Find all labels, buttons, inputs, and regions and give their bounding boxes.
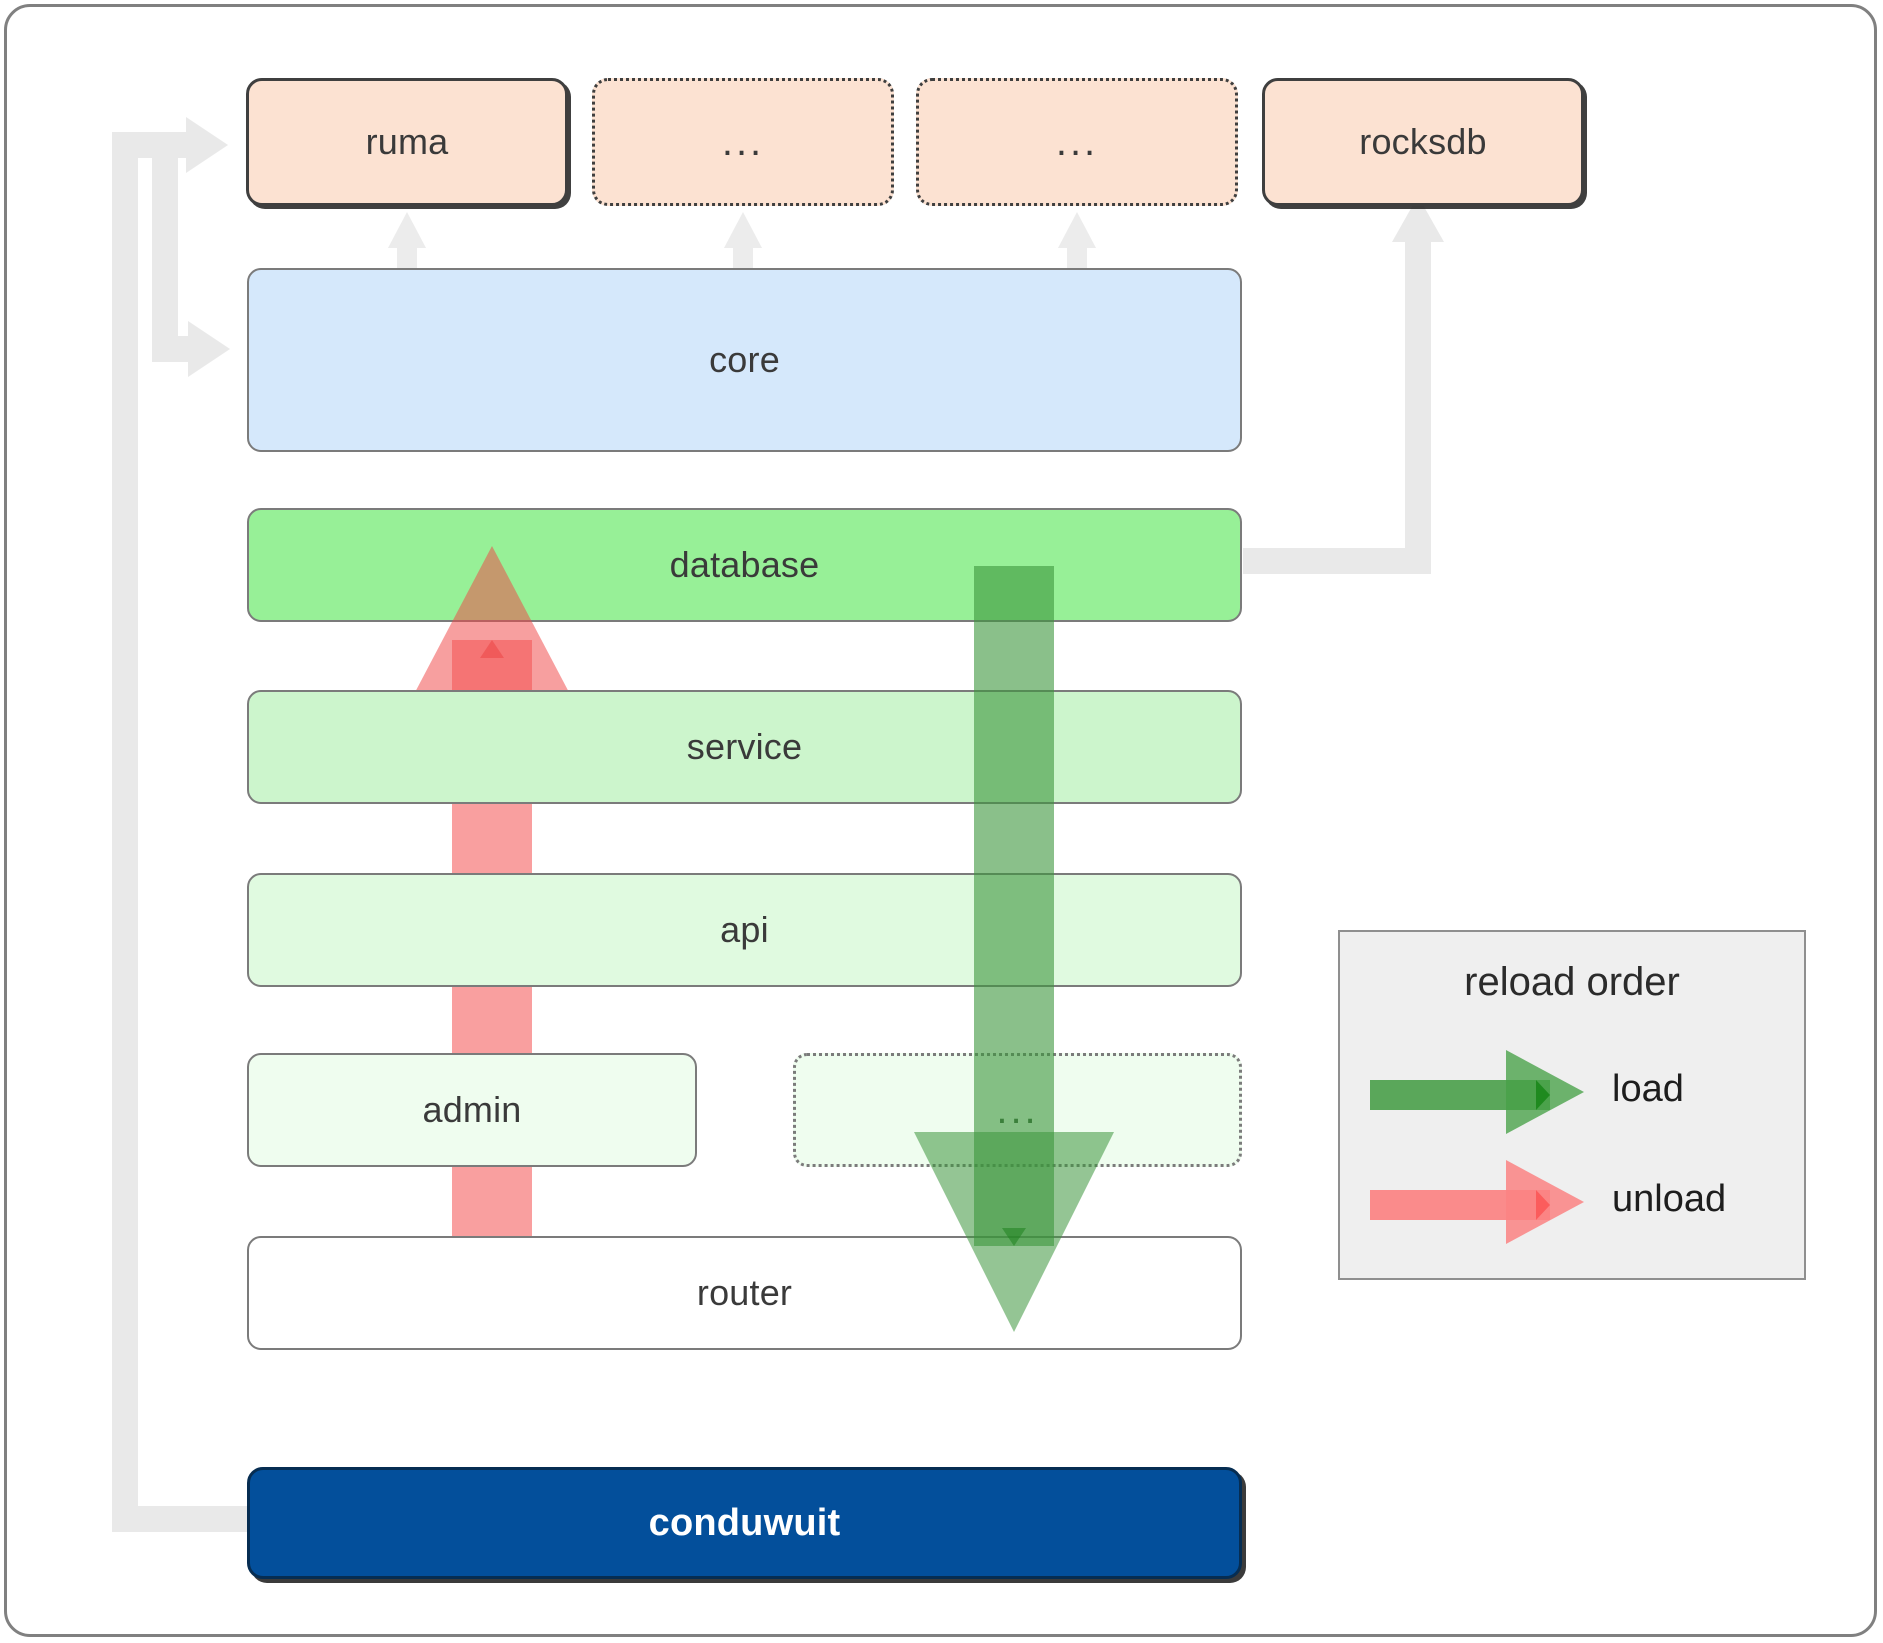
node-conduwuit[interactable]: conduwuit <box>247 1467 1242 1579</box>
layer-database-label: database <box>669 544 820 585</box>
layer-admin[interactable]: admin <box>247 1053 697 1167</box>
connector-database-to-rocksdb-horizontal <box>1243 548 1431 574</box>
arrow-head-core-icon <box>188 321 230 377</box>
legend-load-label: load <box>1612 1068 1684 1110</box>
legend-entry-unload: unload <box>1340 1160 1804 1248</box>
node-dependency-placeholder-2-label: ... <box>1055 120 1099 164</box>
arrow-head-ruma-icon <box>186 117 228 173</box>
layer-core[interactable]: core <box>247 268 1242 452</box>
arrow-up-core-to-ruma-icon <box>388 212 426 248</box>
layer-core-label: core <box>709 339 780 380</box>
layer-service[interactable]: service <box>247 690 1242 804</box>
connector-arm-core <box>152 336 190 362</box>
legend-panel: reload order load unload <box>1338 930 1806 1280</box>
connector-database-to-rocksdb-vertical <box>1405 238 1431 574</box>
node-rocksdb[interactable]: rocksdb <box>1262 78 1584 206</box>
layer-api-label: api <box>720 909 769 950</box>
unload-arrow-notch-icon <box>480 640 504 658</box>
node-rocksdb-label: rocksdb <box>1359 121 1487 162</box>
arrow-up-core-to-dep2-icon <box>1058 212 1096 248</box>
connector-bus-inner <box>152 132 178 362</box>
node-dependency-placeholder-1[interactable]: ... <box>592 78 894 206</box>
diagram-frame <box>4 4 1877 1637</box>
legend-title: reload order <box>1464 960 1680 1004</box>
legend-unload-label: unload <box>1612 1178 1727 1220</box>
node-ruma-label: ruma <box>365 121 449 162</box>
node-conduwuit-label: conduwuit <box>648 1501 841 1544</box>
layer-service-label: service <box>686 726 803 767</box>
legend-load-arrow-notch-icon <box>1536 1080 1550 1110</box>
legend-unload-arrow-notch-icon <box>1536 1190 1550 1220</box>
arrow-up-core-to-dep1-icon <box>724 212 762 248</box>
node-dependency-placeholder-1-label: ... <box>721 120 765 164</box>
load-arrow-notch-icon <box>1002 1228 1026 1246</box>
layer-api[interactable]: api <box>247 873 1242 987</box>
connector-bus-vertical <box>112 132 138 1532</box>
connector-bus-to-app <box>112 1506 248 1532</box>
layer-router-label: router <box>696 1272 793 1313</box>
layer-admin-label: admin <box>422 1089 522 1130</box>
legend-entry-load: load <box>1340 1050 1804 1138</box>
node-dependency-placeholder-2[interactable]: ... <box>916 78 1238 206</box>
node-ruma[interactable]: ruma <box>246 78 568 206</box>
